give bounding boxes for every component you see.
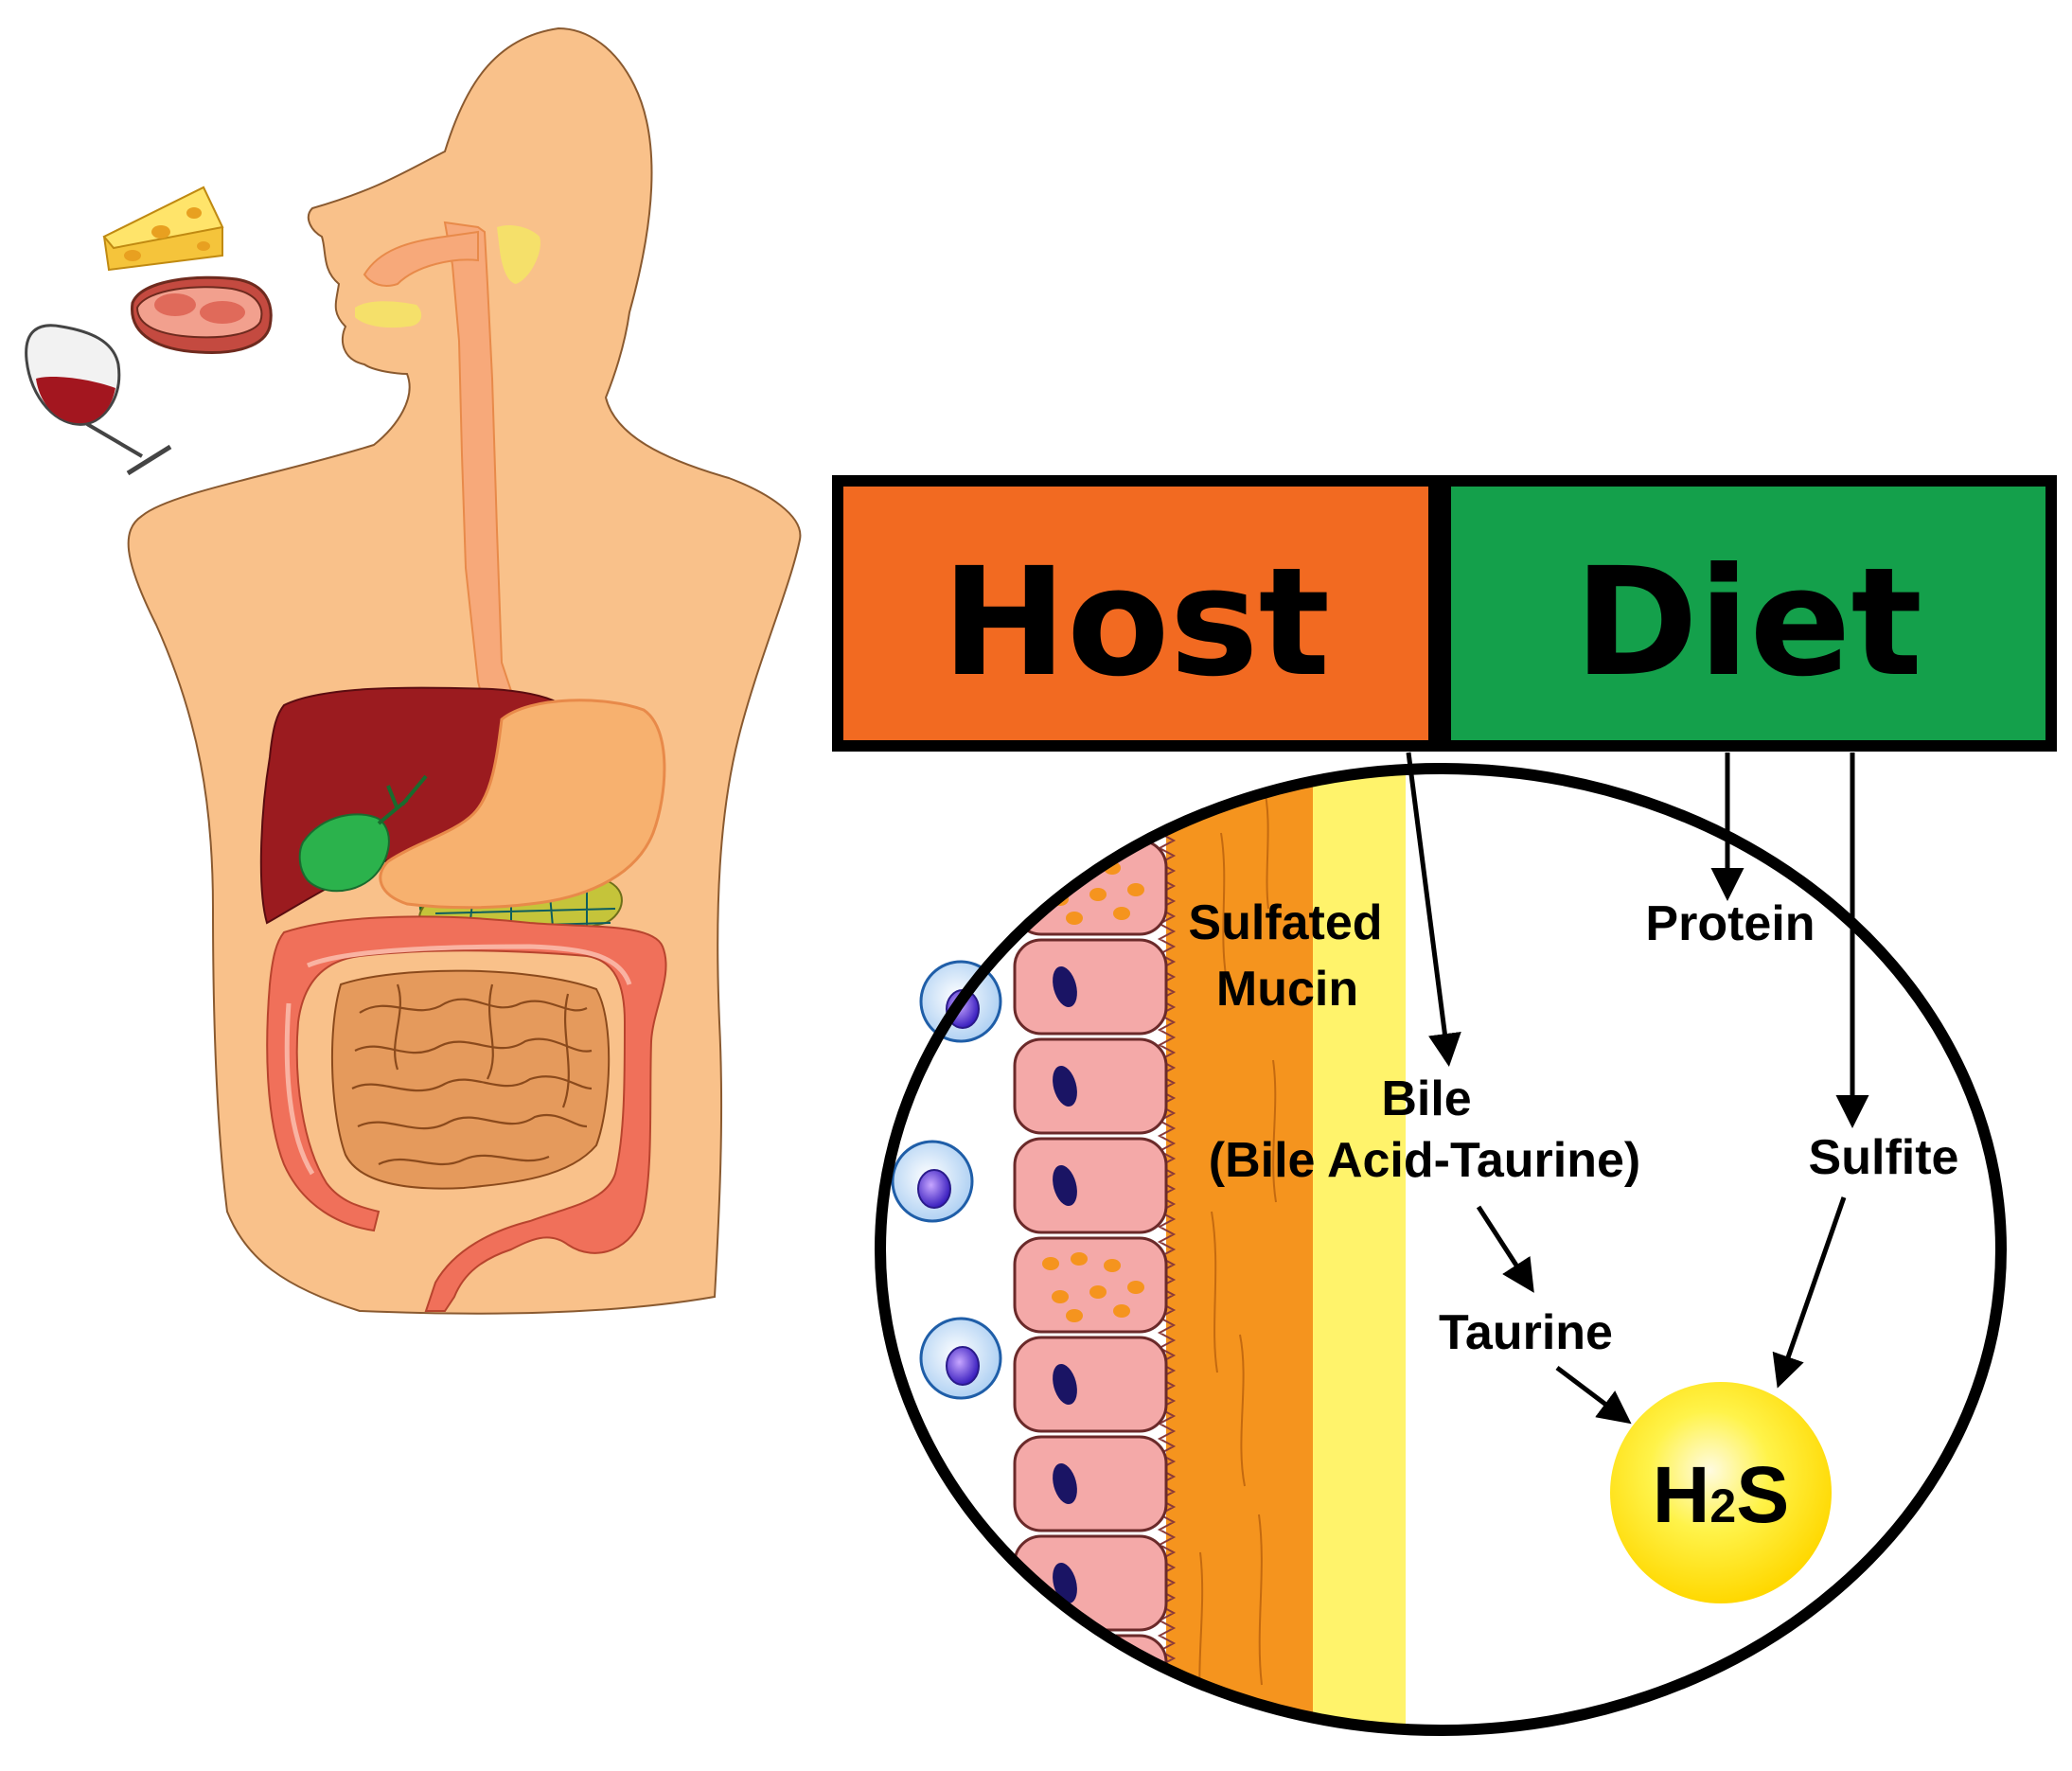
epithelial-cell [1013, 769, 1168, 837]
host-label: Host [942, 536, 1330, 710]
mucin-granule [1104, 1259, 1121, 1272]
cell-nucleus [1053, 1662, 1077, 1703]
mucin-granule [1042, 1257, 1059, 1270]
large-intestine [266, 915, 667, 1312]
epithelial-cell [1013, 1137, 1168, 1234]
bile-acid-taurine-label: (Bile Acid-Taurine) [1209, 1133, 1640, 1188]
epithelial-cell [1013, 1336, 1168, 1433]
cell-nucleus [1053, 769, 1077, 808]
mucin-strands [1198, 785, 1277, 1724]
intestinal-lumen-lens [875, 763, 2007, 1736]
arrow-taurine-to-h2s [1555, 1366, 1632, 1425]
sulfated-mucin-layer [1166, 769, 1313, 1730]
bile-label: Bile [1381, 1071, 1471, 1126]
cell-nucleus [1053, 966, 1077, 1007]
cell-nucleus [1053, 1463, 1077, 1504]
protein-label: Protein [1645, 896, 1815, 951]
epithelial-cell [1013, 938, 1168, 1036]
sulfated-mucin-label-line1: Sulfated [1188, 895, 1382, 950]
lens-outline [875, 763, 2007, 1736]
stomach [379, 699, 666, 910]
mucin-granule [1113, 1304, 1130, 1318]
mucin-granule [1066, 1309, 1083, 1322]
cell-nucleus [1053, 1165, 1077, 1206]
mucin-granule [1089, 888, 1107, 901]
diet-box: Diet [1440, 475, 2057, 752]
wine-glass-icon [25, 324, 172, 476]
mucin-granule [1042, 859, 1059, 873]
large-intestine-highlight [284, 944, 632, 1176]
cell-nucleus [1053, 1066, 1077, 1107]
mucin-granule [1071, 1252, 1088, 1266]
immune-cell-nucleus [917, 1169, 951, 1209]
epithelial-cell [1013, 1634, 1168, 1730]
oral-cavity [363, 230, 479, 287]
diet-label: Diet [1574, 536, 1922, 710]
salivary-gland-lower [355, 301, 422, 328]
mucin-granule [1113, 907, 1130, 920]
gallbladder [298, 813, 390, 893]
mucin-granule [1127, 883, 1144, 896]
sulfite-label: Sulfite [1809, 1130, 1959, 1185]
sulfated-mucin-label-line2: Mucin [1216, 962, 1358, 1017]
bile-duct [377, 774, 433, 938]
taurine-label: Taurine [1439, 1305, 1613, 1360]
immune-cell-nucleus [946, 1346, 980, 1386]
arrow-bile-to-taurine [1476, 1205, 1534, 1293]
mucin-granule [1071, 855, 1088, 868]
pathway-arrows [1406, 752, 1869, 1425]
mucin-granule [1066, 912, 1083, 925]
salivary-gland-upper [497, 225, 540, 284]
arrow-sulfite-to-h2s [1772, 1196, 1847, 1389]
arrow-host-to-bile [1406, 752, 1461, 1067]
cheese-icon [102, 186, 224, 272]
cell-nucleus [1053, 1563, 1077, 1603]
mucin-granule [1089, 1285, 1107, 1299]
cell-nucleus [1053, 1364, 1077, 1405]
human-body-figure [127, 27, 802, 1315]
outer-mucus-layer [1311, 769, 1406, 1730]
epithelial-cell [1013, 1037, 1168, 1135]
mucin-granule [1052, 1290, 1069, 1303]
steak-icon [131, 275, 273, 355]
small-intestine-folds [351, 983, 593, 1166]
mucin-granule [1127, 1281, 1144, 1294]
h2s-molecule: H2S [1610, 1382, 1832, 1603]
host-box: Host [832, 475, 1440, 752]
epithelial-cell [1013, 1435, 1168, 1532]
h2s-label: H2S [1653, 1450, 1790, 1539]
